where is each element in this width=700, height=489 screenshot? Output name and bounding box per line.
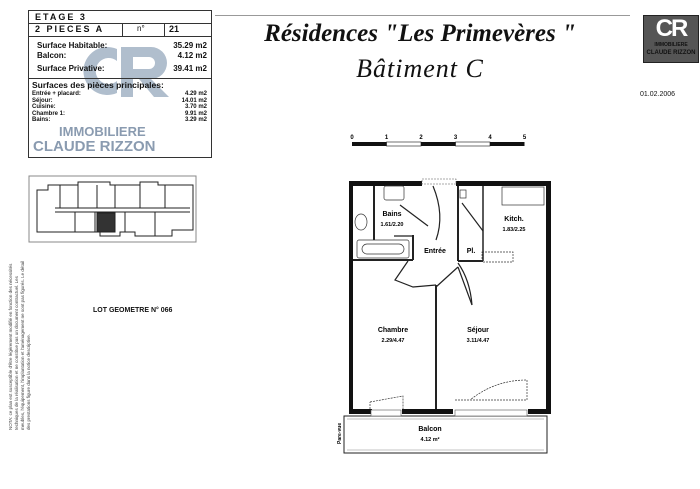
apartment-info-box: ETAGE 3 2 PIECES A n° 21 Surface Habitab… bbox=[28, 10, 212, 158]
plan-date: 01.02.2006 bbox=[640, 91, 676, 98]
surface-value: 4.12 m2 bbox=[177, 51, 207, 60]
scale-tick: 1 bbox=[385, 135, 389, 141]
header-rule bbox=[215, 15, 630, 16]
scale-tick: 0 bbox=[350, 135, 354, 141]
room-surface-row: Bains: 3.29 m2 bbox=[32, 117, 211, 124]
room-value: 9.91 m2 bbox=[184, 110, 207, 117]
scale-bar: 0 1 2 3 4 5 bbox=[350, 135, 527, 147]
surface-value: 35.29 m2 bbox=[173, 41, 207, 50]
building-title: Bâtiment C bbox=[356, 54, 484, 83]
type-row: 2 PIECES A n° 21 bbox=[29, 23, 211, 37]
watermark-line1: IMMOBILIERE bbox=[59, 124, 146, 139]
floor-row: ETAGE 3 bbox=[29, 11, 211, 24]
logo-letters: CR bbox=[655, 15, 689, 42]
highlighted-apartment bbox=[96, 212, 116, 233]
room-name: Bains bbox=[382, 211, 401, 218]
surface-label: Surface Habitable: bbox=[37, 41, 108, 50]
surface-label: Surface Privative: bbox=[37, 64, 105, 73]
room-value: 14.01 m2 bbox=[181, 97, 207, 104]
rooms-title: Surfaces des pièces principales: bbox=[32, 80, 164, 90]
residence-title: Résidences "Les Primevères " bbox=[264, 20, 576, 47]
room-value: 3.70 m2 bbox=[184, 104, 207, 111]
parapet-label: Pare-vue bbox=[337, 423, 343, 444]
room-name: Balcon bbox=[418, 426, 441, 433]
room-name: Entrée bbox=[424, 248, 446, 255]
scale-tick: 2 bbox=[419, 135, 423, 141]
room-surface-row: Séjour: 14.01 m2 bbox=[32, 98, 211, 105]
room-label: Cuisine: bbox=[32, 104, 56, 111]
room-dims: 4.12 m² bbox=[421, 436, 440, 443]
rooms-list: Entrée + placard: 4.29 m2 Séjour: 14.01 m2… bbox=[32, 91, 211, 124]
disclaimer-note: NOTA: ce plan est susceptible d'être lég… bbox=[8, 260, 31, 430]
room-dims: 1.61/2.20 bbox=[381, 222, 404, 228]
scale-tick: 3 bbox=[454, 135, 458, 141]
room-surface-row: Entrée + placard: 4.29 m2 bbox=[32, 91, 211, 98]
floor-label: ETAGE 3 bbox=[35, 12, 87, 22]
room-label: Chambre 1: bbox=[32, 110, 66, 117]
room-name: Chambre bbox=[378, 327, 408, 334]
scale-tick: 5 bbox=[523, 135, 527, 141]
floor-plan: Bains 1.61/2.20 Kitch. 1.83/2.25 Entrée … bbox=[337, 178, 551, 454]
logo-line1: IMMOBILIERE bbox=[654, 42, 688, 48]
lot-number: 21 bbox=[169, 24, 180, 34]
key-plan bbox=[28, 175, 197, 243]
room-label: Entrée + placard: bbox=[32, 91, 81, 97]
surfaces-section: Surface Habitable: 35.29 m2 Balcon: 4.12… bbox=[29, 36, 211, 79]
number-label: n° bbox=[137, 24, 145, 33]
company-logo: CR IMMOBILIERE CLAUDE RIZZON bbox=[643, 15, 699, 63]
watermark-line2: CLAUDE RIZZON bbox=[33, 138, 156, 155]
room-label: Séjour: bbox=[32, 97, 53, 104]
room-dims: 2.29/4.47 bbox=[382, 338, 405, 344]
room-name: Kitch. bbox=[504, 216, 524, 223]
room-dims: 1.83/2.25 bbox=[503, 227, 526, 233]
room-value: 3.29 m2 bbox=[184, 117, 207, 124]
surface-label: Balcon: bbox=[37, 51, 67, 60]
room-name: Pl. bbox=[467, 248, 476, 255]
room-label: Bains: bbox=[32, 117, 51, 124]
room-dims: 3.11/4.47 bbox=[467, 338, 490, 344]
scale-tick: 4 bbox=[488, 135, 492, 141]
room-surface-row: Cuisine: 3.70 m2 bbox=[32, 104, 211, 111]
logo-line2: CLAUDE RIZZON bbox=[646, 50, 696, 56]
room-name: Séjour bbox=[467, 327, 489, 334]
surface-value: 39.41 m2 bbox=[173, 64, 207, 73]
lot-number-label: LOT GEOMETRE N° 066 bbox=[93, 307, 173, 314]
room-value: 4.29 m2 bbox=[184, 91, 207, 97]
watermark-logo bbox=[83, 47, 169, 97]
apartment-type: 2 PIECES A bbox=[35, 24, 105, 34]
room-surface-row: Chambre 1: 9.91 m2 bbox=[32, 111, 211, 118]
